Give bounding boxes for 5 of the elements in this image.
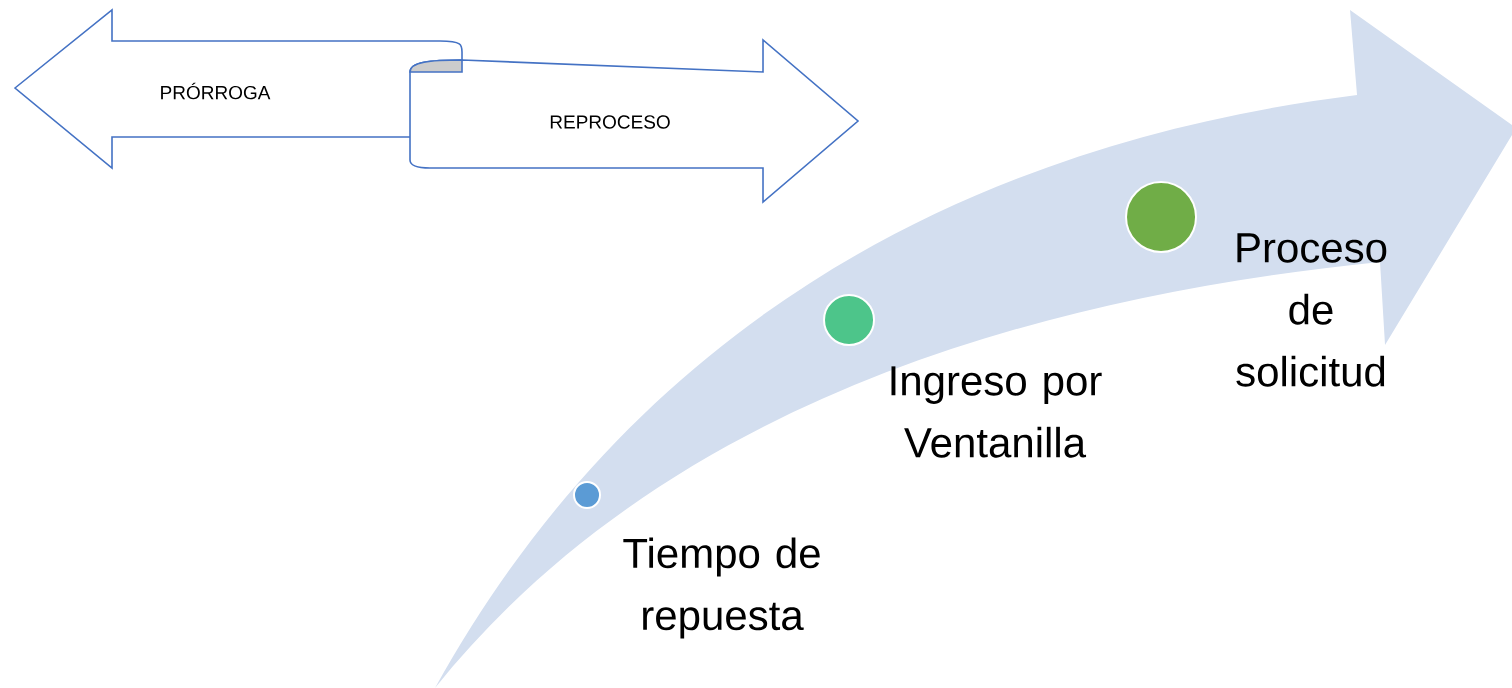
step-dot	[1125, 181, 1197, 253]
step-label: Tiempo de repuesta	[623, 537, 820, 639]
step-dot	[823, 294, 875, 346]
step-label: Proceso de solicitud	[1236, 233, 1387, 387]
step-label: Ingreso por Ventanilla	[891, 366, 1102, 458]
